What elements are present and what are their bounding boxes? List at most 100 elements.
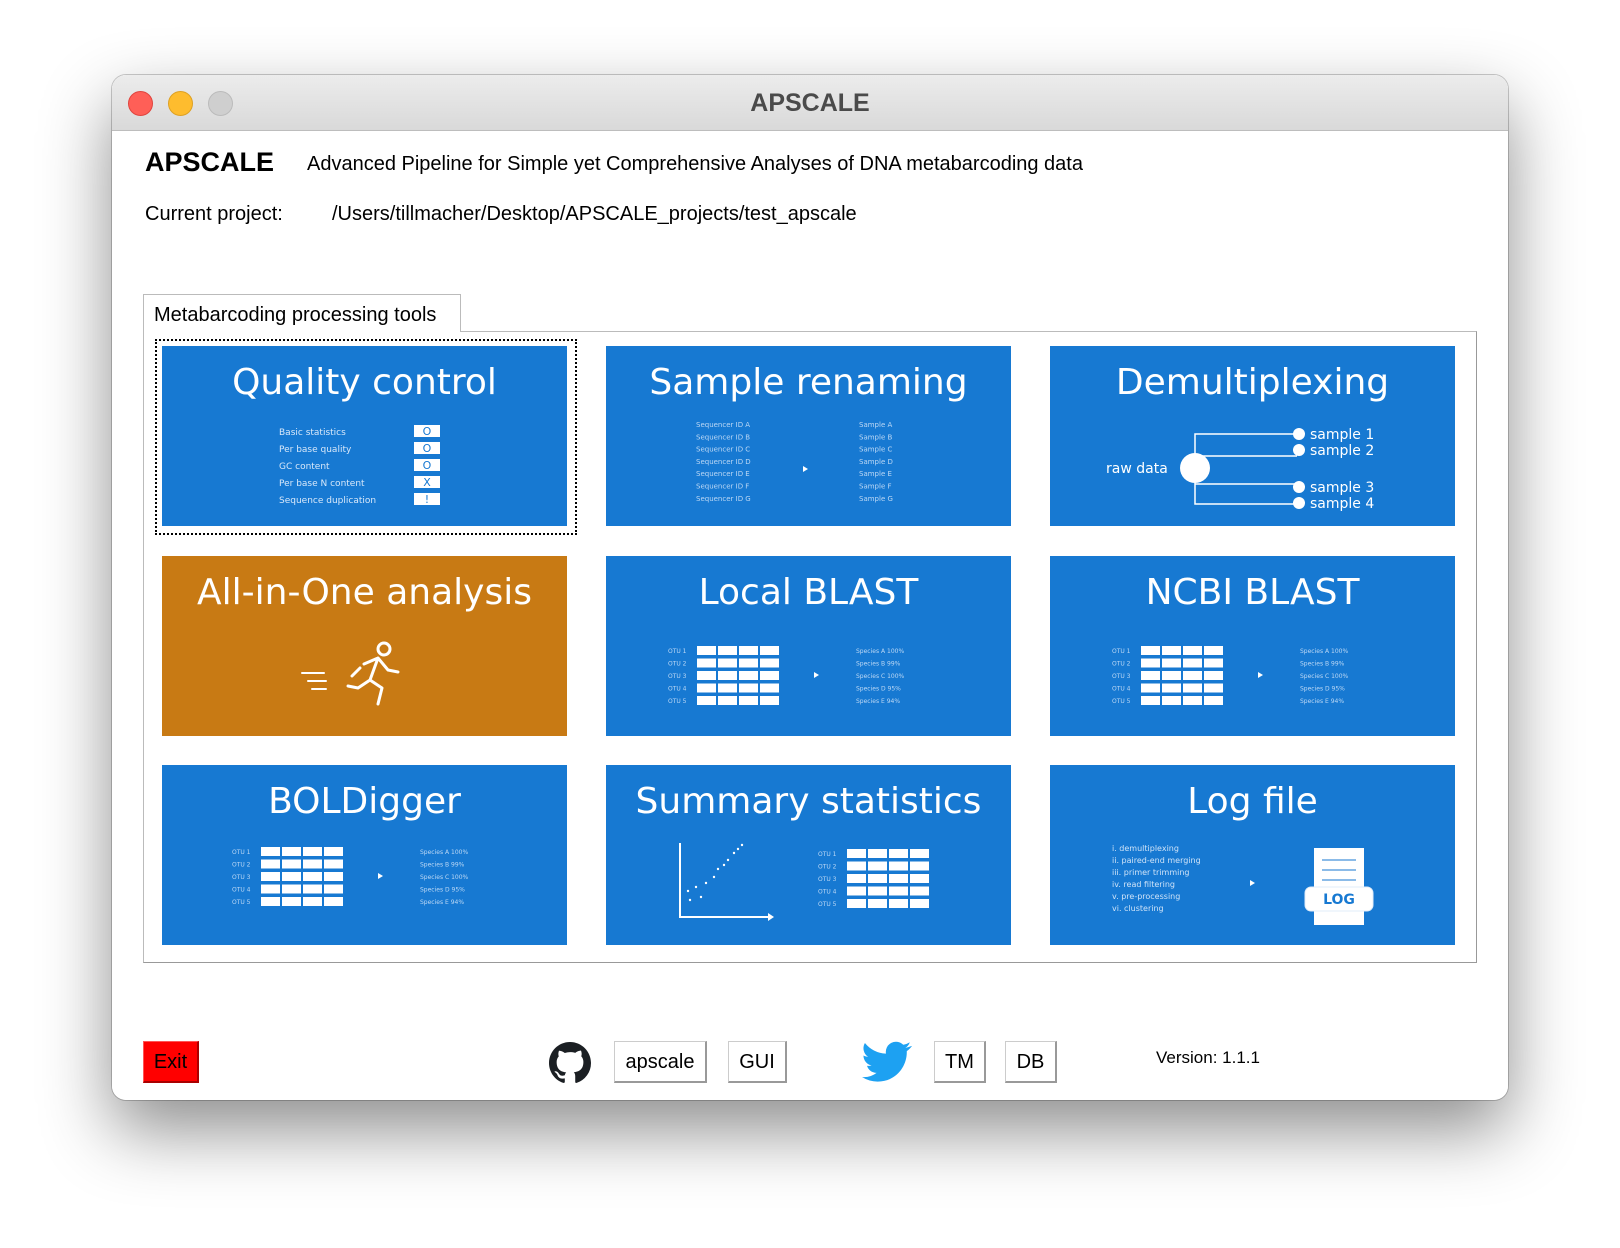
otu-label: OTU 2 bbox=[1112, 661, 1131, 668]
sample-name-label: Sample A bbox=[859, 421, 892, 429]
all-in-one-analysis-tile[interactable]: All-in-One analysis bbox=[162, 556, 567, 736]
twitter-icon[interactable] bbox=[862, 1040, 912, 1084]
tile-title: Log file bbox=[1187, 781, 1318, 822]
demultiplexing-tile[interactable]: Demultiplexing raw data sample 1 sample … bbox=[1050, 346, 1455, 526]
otu-label: OTU 3 bbox=[1112, 673, 1131, 680]
qc-check-box bbox=[414, 476, 440, 488]
db-twitter-button[interactable]: DB bbox=[1005, 1041, 1057, 1083]
otu-label: OTU 4 bbox=[232, 887, 251, 894]
scatter-point bbox=[732, 851, 736, 855]
table-cell bbox=[697, 658, 716, 668]
footer: Exit apscale GUI TM DB Version: 1.1.1 bbox=[112, 75, 1508, 1100]
tm-twitter-button[interactable]: TM bbox=[934, 1041, 986, 1083]
table-cell bbox=[1141, 696, 1160, 705]
qc-check-label: Sequence duplication bbox=[279, 496, 376, 506]
table-cell bbox=[847, 849, 866, 858]
minimize-window-button[interactable] bbox=[168, 91, 193, 116]
focus-ring bbox=[155, 339, 577, 535]
otu-label: OTU 1 bbox=[818, 851, 837, 858]
github-icon[interactable] bbox=[549, 1042, 591, 1084]
sample-label: sample 4 bbox=[1310, 496, 1374, 512]
log-step-label: ii. paired-end merging bbox=[1112, 856, 1201, 865]
table-cell bbox=[910, 849, 929, 858]
raw-data-node bbox=[1180, 453, 1210, 483]
otu-label: OTU 2 bbox=[818, 864, 837, 871]
qc-check-box bbox=[414, 442, 440, 454]
species-hit-label: Species D 95% bbox=[1300, 686, 1345, 693]
table-cell bbox=[1141, 671, 1160, 680]
species-hit-label: Species A 100% bbox=[856, 648, 904, 655]
exit-button[interactable]: Exit bbox=[143, 1041, 199, 1083]
table-cell bbox=[1183, 696, 1202, 705]
arrow-icon bbox=[378, 873, 383, 879]
sample-label: sample 2 bbox=[1310, 443, 1374, 459]
table-cell bbox=[1204, 658, 1223, 668]
table-cell bbox=[1183, 646, 1202, 655]
otu-label: OTU 2 bbox=[232, 862, 251, 869]
table-cell bbox=[739, 696, 758, 705]
table-cell bbox=[868, 874, 887, 883]
qc-check-mark: O bbox=[423, 442, 432, 455]
table-cell bbox=[324, 897, 343, 906]
table-cell bbox=[1183, 683, 1202, 693]
qc-check-mark: O bbox=[423, 459, 432, 472]
sample-label: sample 3 bbox=[1310, 480, 1374, 496]
table-cell bbox=[324, 847, 343, 856]
table-cell bbox=[282, 872, 301, 881]
tile-title: BOLDigger bbox=[268, 781, 461, 822]
table-cell bbox=[760, 646, 779, 655]
table-cell bbox=[889, 874, 908, 883]
log-file-tile[interactable]: Log file i. demultiplexing ii. paired-end… bbox=[1050, 765, 1455, 945]
table-cell bbox=[1183, 671, 1202, 680]
sample-name-label: Sample D bbox=[859, 458, 893, 466]
species-hit-label: Species B 99% bbox=[1300, 661, 1345, 668]
zoom-window-button[interactable] bbox=[208, 91, 233, 116]
log-step-label: i. demultiplexing bbox=[1112, 844, 1179, 853]
close-window-button[interactable] bbox=[128, 91, 153, 116]
tile-title: Sample renaming bbox=[649, 362, 968, 403]
species-hit-label: Species B 99% bbox=[420, 862, 465, 869]
table-cell bbox=[1162, 683, 1181, 693]
table-cell bbox=[282, 859, 301, 869]
table-cell bbox=[303, 897, 322, 906]
otu-label: OTU 3 bbox=[668, 673, 687, 680]
table-cell bbox=[1162, 658, 1181, 668]
table-cell bbox=[718, 683, 737, 693]
log-step-label: vi. clustering bbox=[1112, 904, 1164, 913]
table-cell bbox=[889, 861, 908, 871]
app-subtitle: Advanced Pipeline for Simple yet Compreh… bbox=[307, 153, 1083, 175]
apscale-github-button[interactable]: apscale bbox=[614, 1041, 707, 1083]
species-hit-label: Species E 94% bbox=[856, 698, 900, 705]
table-cell bbox=[697, 683, 716, 693]
gui-github-button[interactable]: GUI bbox=[728, 1041, 787, 1083]
table-cell bbox=[1204, 696, 1223, 705]
table-cell bbox=[1162, 646, 1181, 655]
table-cell bbox=[847, 874, 866, 883]
otu-label: OTU 1 bbox=[668, 648, 687, 655]
otu-label: OTU 3 bbox=[232, 874, 251, 881]
table-cell bbox=[739, 646, 758, 655]
tile-title: Quality control bbox=[232, 362, 497, 403]
otu-label: OTU 5 bbox=[1112, 698, 1131, 705]
table-cell bbox=[697, 646, 716, 655]
species-hit-label: Species E 94% bbox=[420, 899, 464, 906]
species-hit-label: Species C 100% bbox=[420, 874, 469, 881]
table-cell bbox=[760, 671, 779, 680]
table-cell bbox=[324, 859, 343, 869]
sample-name-label: Sample B bbox=[859, 433, 892, 441]
qc-check-box bbox=[414, 459, 440, 471]
tab-metabarcoding-tools[interactable]: Metabarcoding processing tools bbox=[143, 294, 461, 332]
arrow-icon bbox=[814, 672, 819, 678]
qc-check-mark: ! bbox=[425, 493, 429, 506]
table-cell bbox=[1204, 671, 1223, 680]
table-cell bbox=[303, 872, 322, 881]
scatter-point bbox=[686, 889, 690, 893]
window-title: APSCALE bbox=[750, 89, 870, 117]
